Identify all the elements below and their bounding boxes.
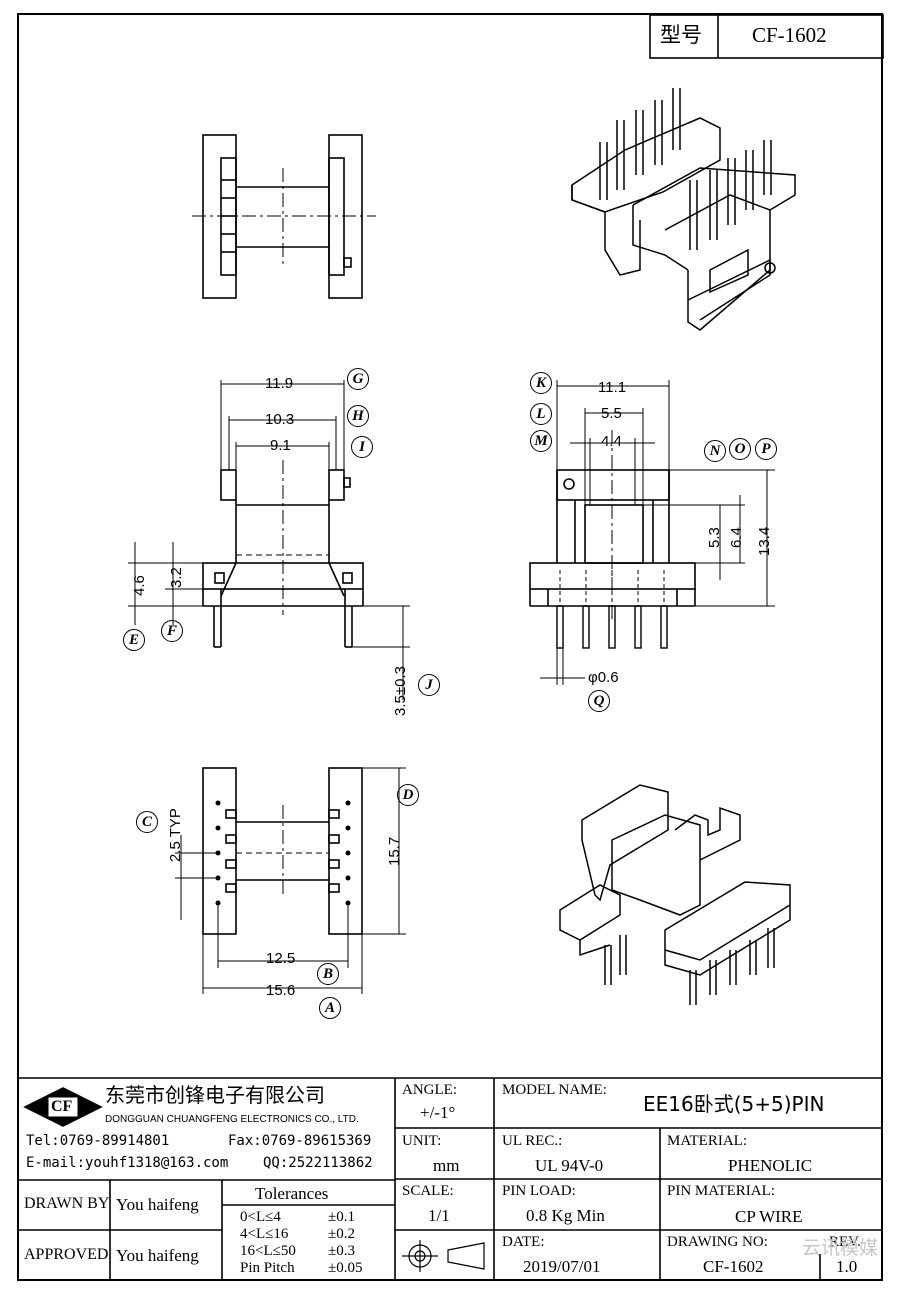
scale-label: SCALE:: [402, 1183, 454, 1199]
callout-o: O: [729, 438, 751, 460]
material-label: MATERIAL:: [667, 1133, 747, 1149]
callout-g: G: [347, 368, 369, 390]
callout-m: M: [530, 430, 552, 452]
company-name-cn: 东莞市创锋电子有限公司: [105, 1083, 325, 1107]
callout-q: Q: [588, 690, 610, 712]
callout-i: I: [351, 436, 373, 458]
model-name-value: EE16卧式(5+5)PIN: [643, 1092, 825, 1116]
callout-j: J: [418, 674, 440, 696]
callout-l: L: [530, 403, 552, 425]
pin-material-value: CP WIRE: [735, 1207, 803, 1226]
ul-label: UL REC.:: [502, 1133, 563, 1149]
drawn-by-label: DRAWN BY: [24, 1195, 110, 1212]
dim-15-6: 15.6: [266, 982, 296, 999]
company-qq: QQ:2522113862: [263, 1155, 373, 1171]
projection-symbol: [402, 1240, 485, 1272]
dim-pitch: 2.5 TYP: [167, 808, 184, 862]
dim-5-3: 5.3: [706, 527, 723, 548]
dim-5-5: 5.5: [601, 405, 622, 422]
callout-c: C: [136, 811, 158, 833]
callout-h: H: [347, 405, 369, 427]
callout-f: F: [161, 620, 183, 642]
isometric-view-bottom: [559, 784, 791, 1005]
model-label: 型号: [660, 23, 702, 47]
callout-d: D: [397, 784, 419, 806]
header-box: [649, 14, 884, 59]
unit-value: mm: [433, 1156, 460, 1175]
dim-pin-diameter: φ0.6: [588, 669, 619, 686]
callout-k: K: [530, 372, 552, 394]
dim-3-2: 3.2: [168, 567, 185, 588]
company-fax: Fax:0769-89615369: [228, 1133, 372, 1149]
angle-label: ANGLE:: [402, 1082, 457, 1098]
company-email: E-mail:youhf1318@163.com: [26, 1155, 229, 1171]
dim-13-4: 13.4: [756, 526, 773, 556]
dim-11-9: 11.9: [265, 375, 294, 392]
date-value: 2019/07/01: [523, 1257, 601, 1276]
drawing-no-value: CF-1602: [703, 1257, 764, 1276]
tol-range-3: 16<L≤50: [240, 1243, 296, 1259]
unit-label: UNIT:: [402, 1133, 442, 1149]
company-tel: Tel:0769-89914801: [26, 1133, 170, 1149]
model-name-label: MODEL NAME:: [502, 1082, 607, 1098]
tol-range-2: 4<L≤16: [240, 1226, 289, 1242]
callout-a: A: [319, 997, 341, 1019]
tol-value-4: ±0.05: [328, 1260, 363, 1276]
callout-n: N: [704, 440, 726, 462]
tol-value-1: ±0.1: [328, 1209, 355, 1225]
dim-11-1: 11.1: [598, 379, 627, 396]
callout-p: P: [755, 438, 777, 460]
bottom-view: [202, 767, 363, 935]
dim-15-7: 15.7: [386, 836, 403, 866]
logo-text: CF: [51, 1098, 73, 1115]
drawing-sheet: [17, 13, 883, 1281]
isometric-view-top: [571, 88, 796, 331]
callout-b: B: [317, 963, 339, 985]
approved-value: You haifeng: [116, 1246, 199, 1265]
ul-value: UL 94V-0: [535, 1156, 604, 1175]
front-view-dimensions: [540, 380, 775, 685]
watermark: 云讯模媒: [801, 1237, 878, 1259]
drawn-by-value: You haifeng: [116, 1195, 199, 1214]
dim-pin-length: 3.5±0.3: [392, 666, 409, 716]
model-value: CF-1602: [752, 23, 827, 47]
angle-value: +/-1°: [420, 1103, 456, 1122]
tol-range-1: 0<L≤4: [240, 1209, 281, 1225]
tolerances-title: Tolerances: [255, 1184, 329, 1203]
dim-4-4: 4.4: [601, 433, 622, 450]
tol-range-4: Pin Pitch: [240, 1260, 295, 1276]
dim-10-3: 10.3: [265, 411, 295, 428]
scale-value: 1/1: [428, 1206, 450, 1225]
pin-material-label: PIN MATERIAL:: [667, 1183, 775, 1199]
rev-label: REV.: [829, 1234, 861, 1250]
rev-value: 1.0: [836, 1257, 858, 1276]
material-value: PHENOLIC: [728, 1156, 813, 1175]
pin-load-value: 0.8 Kg Min: [526, 1206, 605, 1225]
date-label: DATE:: [502, 1234, 545, 1250]
dim-6-4: 6.4: [728, 527, 745, 548]
dim-9-1: 9.1: [270, 437, 291, 454]
callout-e: E: [123, 629, 145, 651]
dim-12-5: 12.5: [266, 950, 296, 967]
approved-label: APPROVED: [24, 1246, 109, 1263]
front-view: [529, 430, 696, 649]
company-name-en: DONGGUAN CHUANGFENG ELECTRONICS CO., LTD…: [105, 1114, 359, 1125]
tol-value-3: ±0.3: [328, 1243, 355, 1259]
side-view: [202, 460, 364, 648]
pin-load-label: PIN LOAD:: [502, 1183, 576, 1199]
dim-4-6: 4.6: [131, 575, 148, 596]
title-block-grid: [17, 1077, 883, 1281]
drawing-no-label: DRAWING NO:: [667, 1234, 768, 1250]
side-view-dimensions: [128, 380, 410, 700]
tol-value-2: ±0.2: [328, 1226, 355, 1242]
company-logo: [23, 1087, 103, 1127]
top-view: [192, 134, 376, 299]
